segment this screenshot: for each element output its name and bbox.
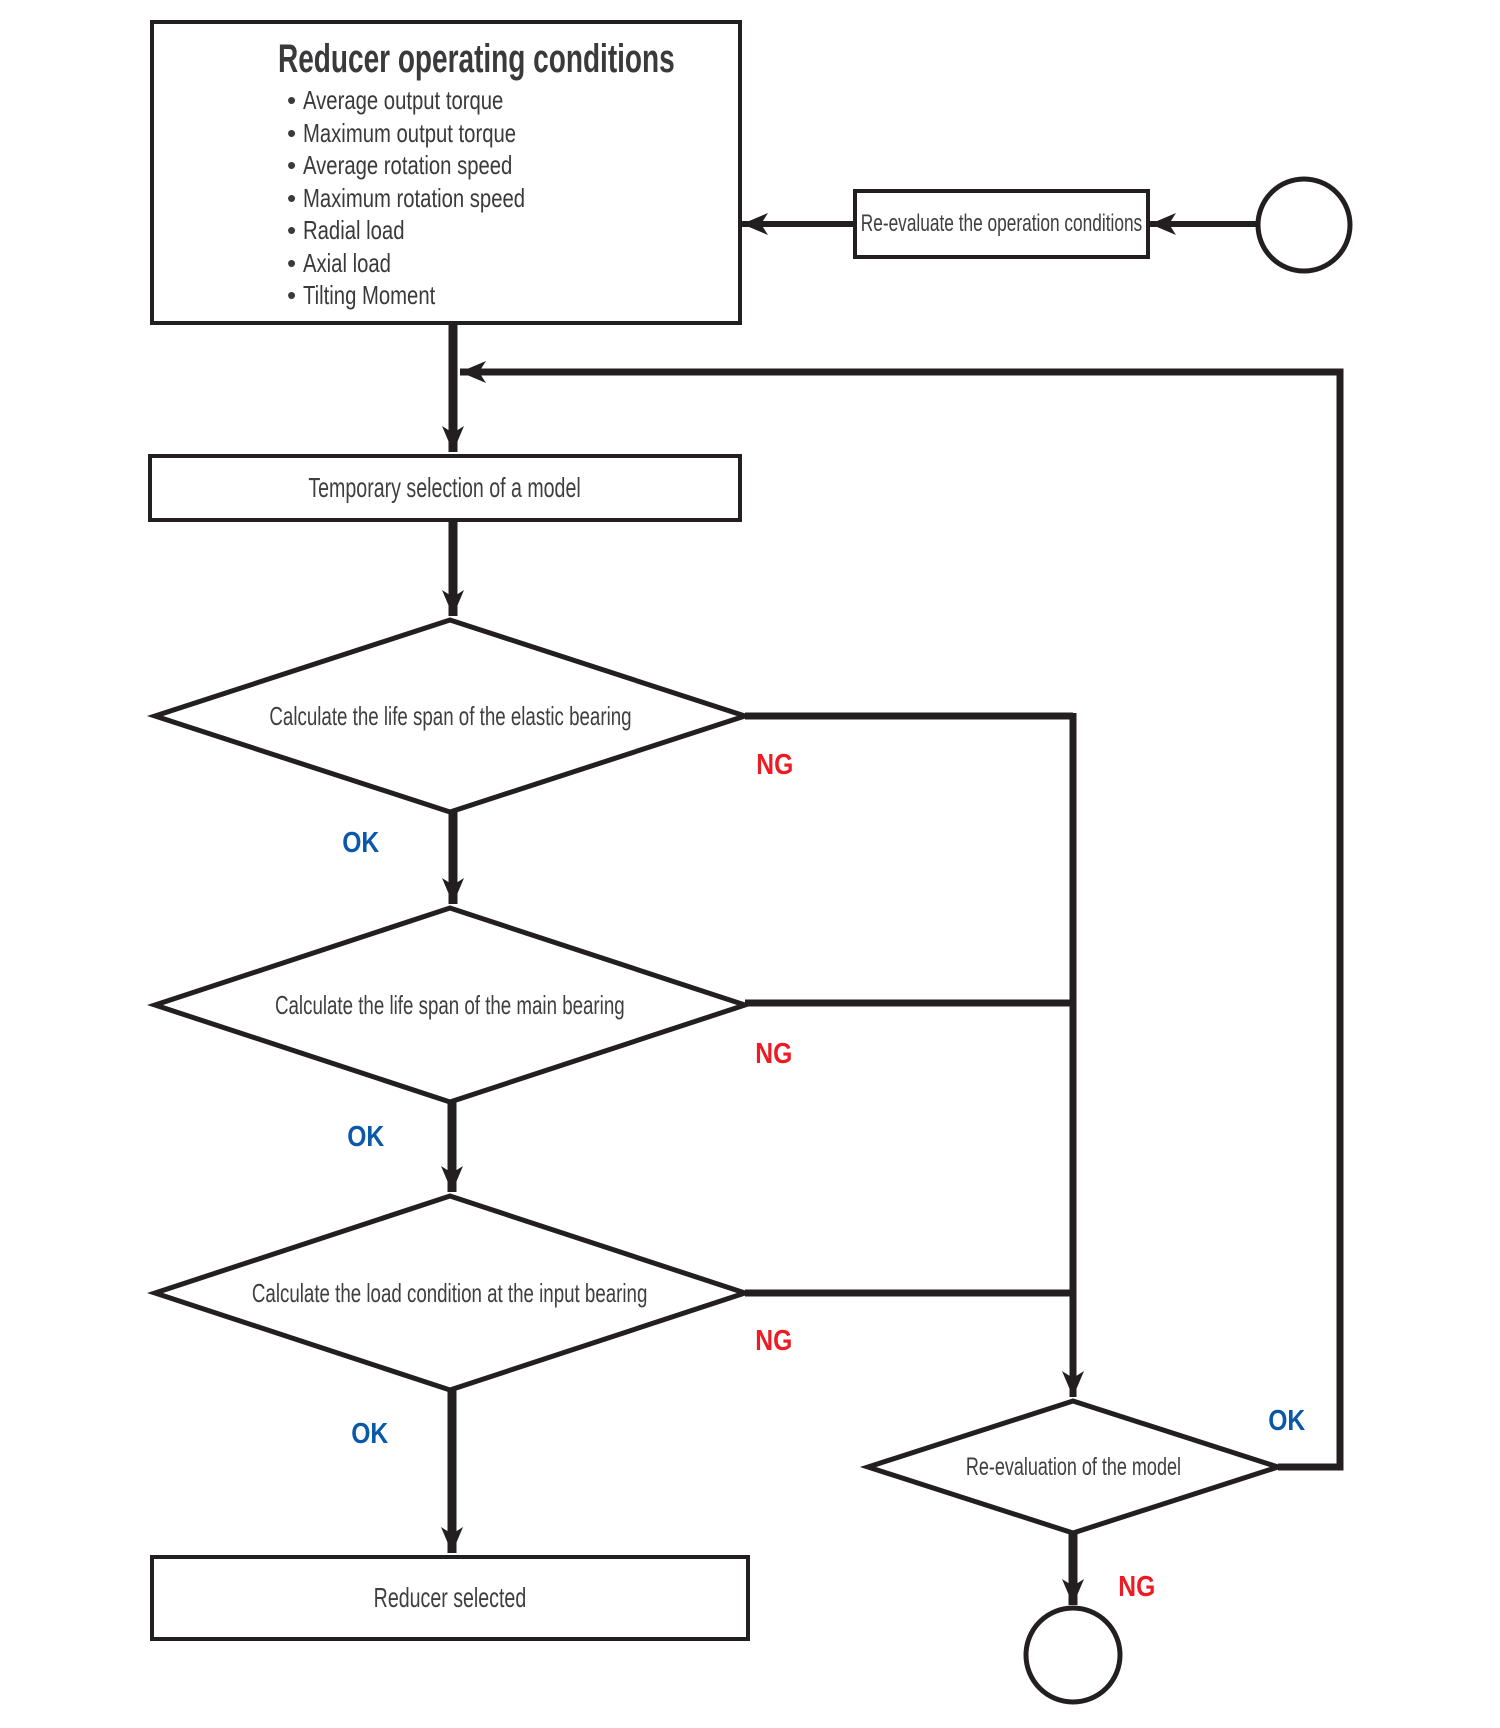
end-terminator-circle <box>1023 1605 1123 1705</box>
condition-item: Average output torque <box>287 84 707 117</box>
reevaluate-conditions-box <box>853 189 1150 259</box>
feedback-line-reevaluation-ok <box>460 361 1344 1471</box>
start-terminator-circle <box>1255 176 1353 274</box>
reevaluation-diamond <box>859 1398 1287 1536</box>
condition-item: Radial load <box>287 214 707 247</box>
reducer-selected-box <box>150 1555 750 1641</box>
condition-item: Tilting Moment <box>287 279 707 312</box>
decision3-diamond <box>146 1193 754 1393</box>
operating-conditions-list: Average output torque Maximum output tor… <box>287 84 707 312</box>
decision2-diamond <box>146 905 754 1105</box>
temporary-selection-box <box>148 454 742 522</box>
condition-item: Maximum rotation speed <box>287 182 707 215</box>
decision1-diamond <box>146 617 754 815</box>
condition-item: Axial load <box>287 247 707 280</box>
condition-item: Average rotation speed <box>287 149 707 182</box>
condition-item: Maximum output torque <box>287 117 707 150</box>
